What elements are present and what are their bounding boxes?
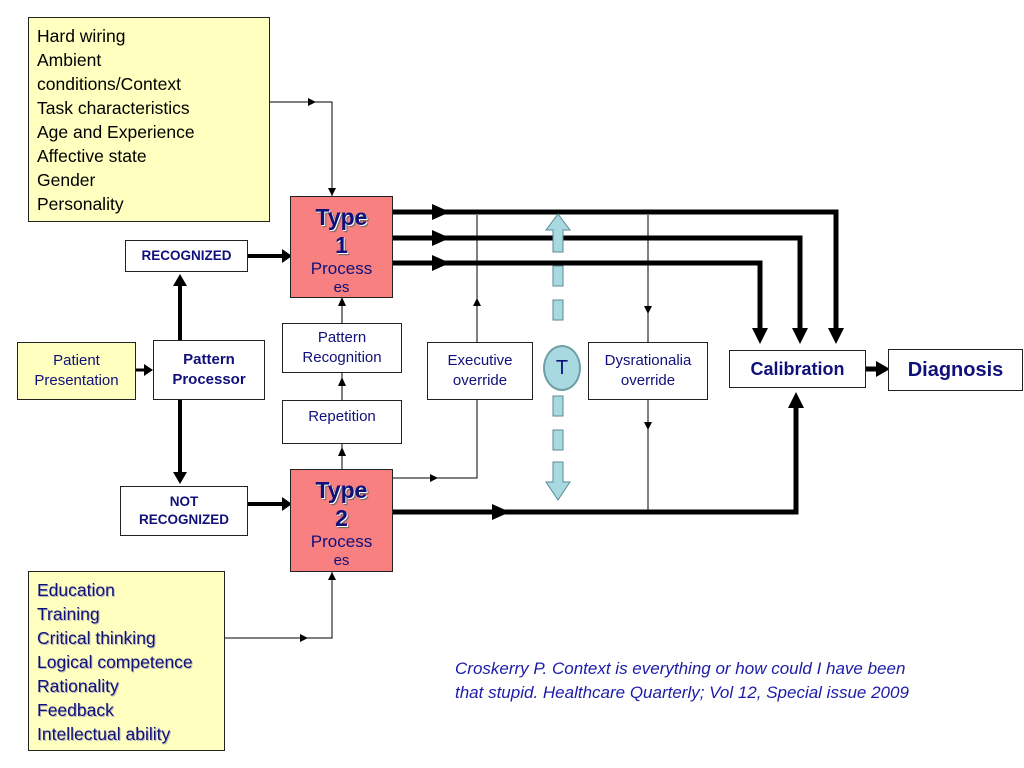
factors-box-top: Hard wiring Ambient conditions/Context T…	[28, 17, 270, 222]
arrow-type1-line2	[393, 235, 803, 330]
factor-item: conditions/Context	[37, 74, 181, 94]
pattern-recognition-node: Pattern Recognition	[282, 323, 402, 373]
arrow-factors-bottom-to-type2	[225, 572, 333, 639]
arrow-type2-to-calibration	[393, 406, 799, 515]
recognized-node: RECOGNIZED	[125, 240, 248, 272]
dysrationalia-override-node: Dysrationalia override	[588, 342, 708, 400]
not-recognized-node: NOT RECOGNIZED	[120, 486, 248, 536]
diagnosis-node: Diagnosis	[888, 349, 1023, 391]
type2-process-node: Type 2 Process es	[290, 469, 393, 572]
calibration-node: Calibration	[729, 350, 866, 388]
toggle-dashed-arrow	[545, 213, 571, 501]
patient-presentation-node: Patient Presentation	[17, 342, 136, 400]
factor-item: Rationality	[37, 676, 119, 696]
factor-item: Ambient	[37, 50, 102, 70]
factor-item: Age and Experience	[37, 122, 195, 142]
factor-item: Affective state	[37, 146, 147, 166]
factor-item: Intellectual ability	[37, 724, 171, 744]
type1-process-node: Type 1 Process es	[290, 196, 393, 298]
factor-item: Education	[37, 580, 115, 600]
factor-item: Training	[37, 604, 100, 624]
factor-item: Logical competence	[37, 652, 193, 672]
factor-item: Gender	[37, 170, 96, 190]
arrow-type1-line1	[393, 209, 839, 330]
factor-item: Personality	[37, 194, 124, 214]
repetition-node: Repetition	[282, 400, 402, 444]
arrow-type1-line3	[393, 260, 763, 330]
factor-item: Hard wiring	[37, 26, 126, 46]
factor-item: Feedback	[37, 700, 114, 720]
pattern-processor-node: Pattern Processor	[153, 340, 265, 400]
line-type2-to-executive-override	[393, 400, 478, 479]
toggle-node: T	[543, 345, 581, 391]
factors-box-bottom: Education Training Critical thinking Log…	[28, 571, 225, 751]
arrow-factors-top-to-type1	[270, 101, 333, 196]
executive-override-node: Executive override	[427, 342, 533, 400]
factor-item: Critical thinking	[37, 628, 156, 648]
citation-text: Croskerry P. Context is everything or ho…	[455, 659, 909, 702]
factor-item: Task characteristics	[37, 98, 190, 118]
